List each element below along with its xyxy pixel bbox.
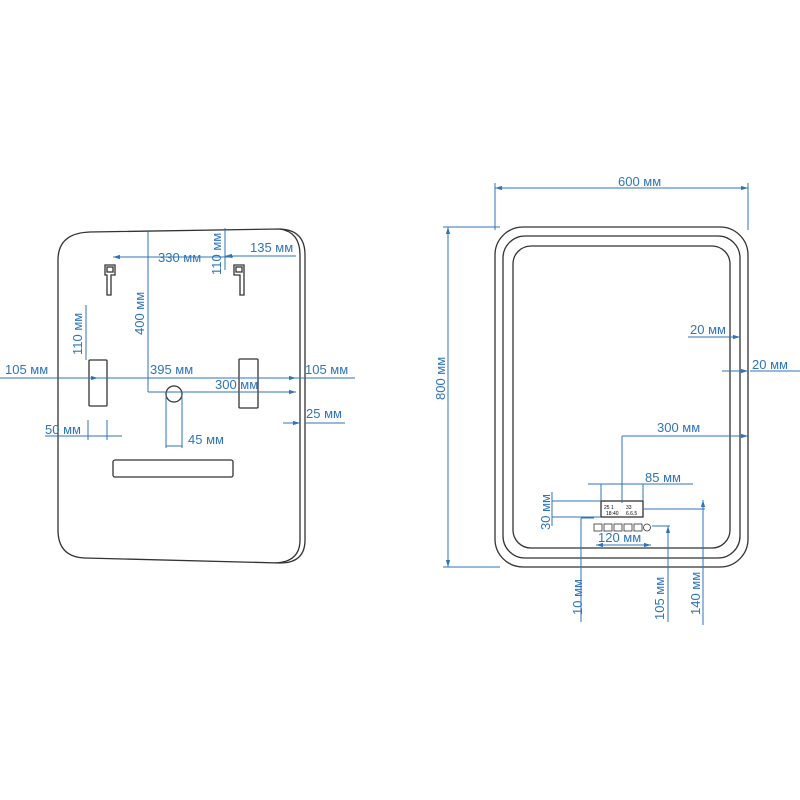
dim-30: 30 мм [538,494,553,530]
hook-left [104,264,116,296]
dim-110-left: 110 мм [70,313,85,355]
dim-400: 400 мм [132,292,147,335]
dim-600: 600 мм [618,174,661,189]
mirror-led-strip [512,245,731,549]
dim-10: 10 мм [570,579,585,615]
bracket-right [238,358,259,409]
dim-20-inset: 20 мм [690,322,726,337]
dim-300-front: 300 мм [657,420,700,435]
button-bluetooth-icon[interactable] [633,523,643,532]
touch-buttons[interactable] [593,523,651,532]
display-time: 18:40 [606,511,619,517]
dim-105-front: 105 мм [652,577,667,620]
dim-25: 25 мм [306,406,342,421]
dim-105-left: 105 мм [5,362,48,377]
dim-20-edge: 20 мм [752,357,788,372]
button-warm-icon[interactable] [603,523,613,532]
dim-110-top: 110 мм [209,233,224,275]
dim-395: 395 мм [150,362,193,377]
dim-45: 45 мм [188,432,224,447]
dim-800: 800 мм [433,357,448,400]
display-date: 25 1 [604,505,614,511]
dim-85: 85 мм [645,470,681,485]
button-light-icon[interactable] [593,523,603,532]
dim-50: 50 мм [45,422,81,437]
light-bar [112,459,234,478]
button-power-icon[interactable] [643,523,651,532]
dim-105-right: 105 мм [305,362,348,377]
dim-330: 330 мм [158,250,201,265]
front-view: 25 1 33 18:40 6.6.5 600 мм 800 мм 20 мм … [433,174,800,625]
button-defog-icon[interactable] [613,523,623,532]
dim-135: 135 мм [250,240,293,255]
mirror-inner-frame [502,235,741,559]
dim-140: 140 мм [688,572,703,615]
dim-300: 300 мм [215,377,258,392]
mirror-edge-outline [274,228,301,564]
cable-outlet [165,385,183,403]
dim-120: 120 мм [598,530,641,545]
mirror-outer-frame [494,226,749,568]
button-music-icon[interactable] [623,523,633,532]
bracket-left [88,359,108,407]
display-temp: 33 [626,505,632,511]
back-view: 330 мм 400 мм 110 мм 135 мм 110 мм 105 м… [0,228,355,564]
display-extra: 6.6.5 [626,511,637,517]
hook-right [233,264,245,296]
